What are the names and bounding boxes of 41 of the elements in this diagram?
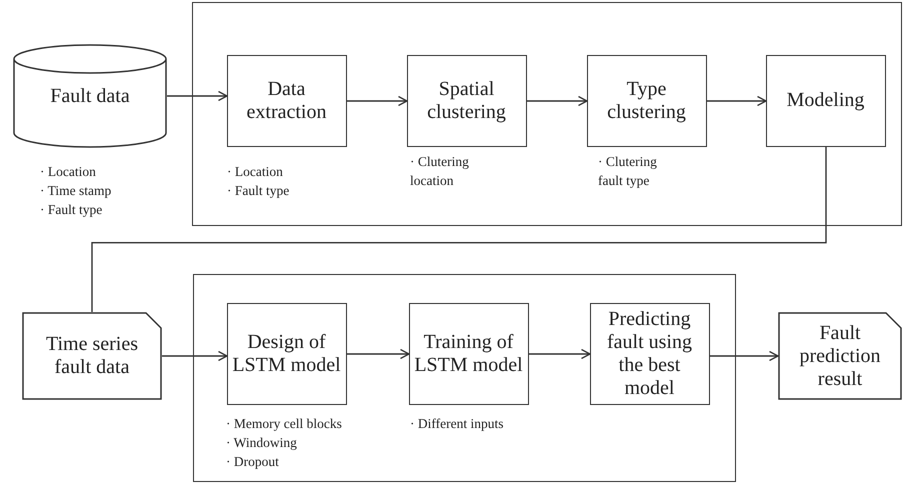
- bullet-note: · Location: [227, 163, 284, 181]
- document-shape: [778, 312, 902, 400]
- box-label: Data extraction: [246, 78, 328, 124]
- arrow: [162, 350, 228, 362]
- bullet-note: · Fault type: [40, 201, 104, 219]
- box-label: Training of LSTM model: [413, 330, 524, 376]
- bullet-note: · Fault type: [227, 182, 290, 200]
- box-label: Predicting fault using the best model: [606, 308, 693, 400]
- arrow: [527, 96, 588, 106]
- group-frame: [193, 274, 736, 482]
- arrow: [167, 90, 228, 102]
- document-shape: [22, 312, 162, 400]
- bullet-note: · Location: [40, 163, 97, 181]
- bullet-note: · Different inputs: [410, 415, 504, 433]
- box-label: Time series fault data: [44, 333, 140, 379]
- arrow: [529, 348, 591, 360]
- process-box: [406, 54, 526, 146]
- box-label: Type clustering: [606, 78, 687, 124]
- bullet-note: · Clutering location: [410, 153, 470, 190]
- bullet-note: · Dropout: [226, 453, 280, 471]
- box-label: Modeling: [786, 89, 864, 112]
- database-cylinder: [13, 45, 167, 147]
- box-label: Design of LSTM model: [231, 330, 342, 376]
- process-box: [226, 302, 346, 404]
- process-box: [586, 54, 706, 146]
- group-frame: [192, 2, 902, 226]
- bullet-note: · Windowing: [226, 434, 298, 452]
- box-label: Fault prediction result: [798, 322, 882, 390]
- process-box: [590, 302, 710, 404]
- arrow: [710, 350, 779, 362]
- box-label: Spatial clustering: [426, 78, 507, 124]
- box-label: Fault data: [50, 84, 130, 108]
- bullet-note: · Clutering fault type: [598, 153, 658, 190]
- process-box: [766, 54, 886, 146]
- arrow: [347, 348, 410, 360]
- arrow: [347, 96, 408, 106]
- process-box: [408, 302, 528, 404]
- bullet-note: · Time stamp: [40, 182, 112, 200]
- arrow: [707, 96, 767, 106]
- process-box: [226, 54, 346, 146]
- bullet-note: · Memory cell blocks: [226, 415, 342, 433]
